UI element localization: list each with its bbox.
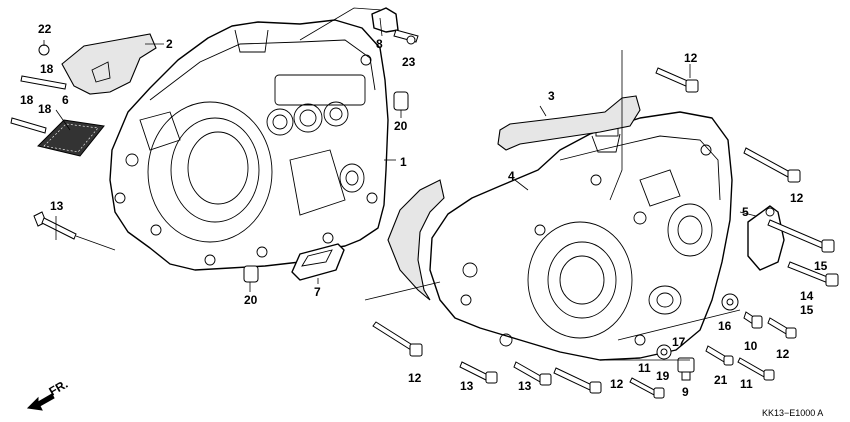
bolt-21 (705, 345, 734, 366)
part-number-10: 10 (744, 339, 758, 353)
part-number-12: 12 (408, 371, 422, 385)
leader-lines (43, 7, 757, 361)
bolt-12-right (743, 147, 801, 183)
left-crankcase (109, 19, 389, 271)
bolt-12-bottom (553, 367, 602, 394)
bracket-part-3 (497, 95, 641, 151)
part-number-4: 4 (508, 169, 515, 183)
front-arrow-icon (26, 393, 55, 411)
washer-16 (721, 293, 739, 311)
bolt-13-left (33, 211, 77, 240)
part-number-12: 12 (610, 377, 624, 391)
part-number-15: 15 (800, 303, 814, 317)
part-number-15: 15 (814, 259, 828, 273)
part-number-5: 5 (742, 205, 749, 219)
grommet-part-7 (291, 243, 345, 281)
dowel-pin-upper (393, 91, 409, 111)
part-number-21: 21 (714, 373, 728, 387)
part-number-12: 12 (790, 191, 804, 205)
diagram-code: KK13−E1000 A (762, 408, 823, 418)
bolt-22 (38, 44, 50, 56)
part-number-13: 13 (50, 199, 64, 213)
bolt-12-side (767, 317, 797, 339)
bolt-14 (787, 261, 839, 287)
bolt-13-bottom-2 (513, 361, 552, 386)
part-number-11: 11 (638, 361, 651, 375)
washer-19 (656, 344, 672, 360)
part-number-2: 2 (166, 37, 173, 51)
part-number-23: 23 (402, 55, 416, 69)
part-number-16: 16 (718, 319, 732, 333)
drain-bolt-9 (677, 357, 695, 381)
part-number-1: 1 (400, 155, 407, 169)
front-direction-indicator: FR. (26, 377, 70, 411)
plate-part-2 (61, 33, 157, 95)
clip-part-8 (371, 7, 399, 33)
bolt-23 (393, 29, 419, 45)
part-number-11: 11 (740, 377, 753, 391)
part-number-18: 18 (40, 62, 54, 76)
part-number-13: 13 (518, 379, 532, 393)
dowel-pin-lower (243, 265, 259, 283)
part-number-18: 18 (20, 93, 34, 107)
crankcase-gasket (387, 179, 445, 301)
bolt-11-right (737, 357, 775, 381)
part-number-17: 17 (672, 335, 686, 349)
stud-bolt-18-lower (10, 117, 47, 134)
bolt-11-bottom (629, 377, 665, 399)
part-number-13: 13 (460, 379, 474, 393)
bolt-12-lower-left (372, 321, 423, 357)
part-number-7: 7 (314, 285, 321, 299)
part-number-3: 3 (548, 89, 555, 103)
part-number-20: 20 (244, 293, 258, 307)
bolt-15 (767, 219, 835, 253)
right-crankcase (429, 111, 733, 361)
part-number-14: 14 (800, 289, 814, 303)
filter-screen-part-6 (37, 119, 105, 157)
bolt-13-bottom-1 (459, 361, 498, 384)
part-number-8: 8 (376, 37, 383, 51)
part-number-22: 22 (38, 22, 52, 36)
part-number-9: 9 (682, 385, 689, 399)
part-number-18: 18 (38, 102, 52, 116)
part-number-19: 19 (656, 369, 670, 383)
part-number-6: 6 (62, 93, 69, 107)
stud-bolt-18-upper (20, 75, 67, 90)
bolt-12-top (655, 67, 699, 93)
bolt-10 (743, 311, 763, 329)
part-number-12: 12 (776, 347, 790, 361)
part-number-12: 12 (684, 51, 698, 65)
part-number-20: 20 (394, 119, 408, 133)
